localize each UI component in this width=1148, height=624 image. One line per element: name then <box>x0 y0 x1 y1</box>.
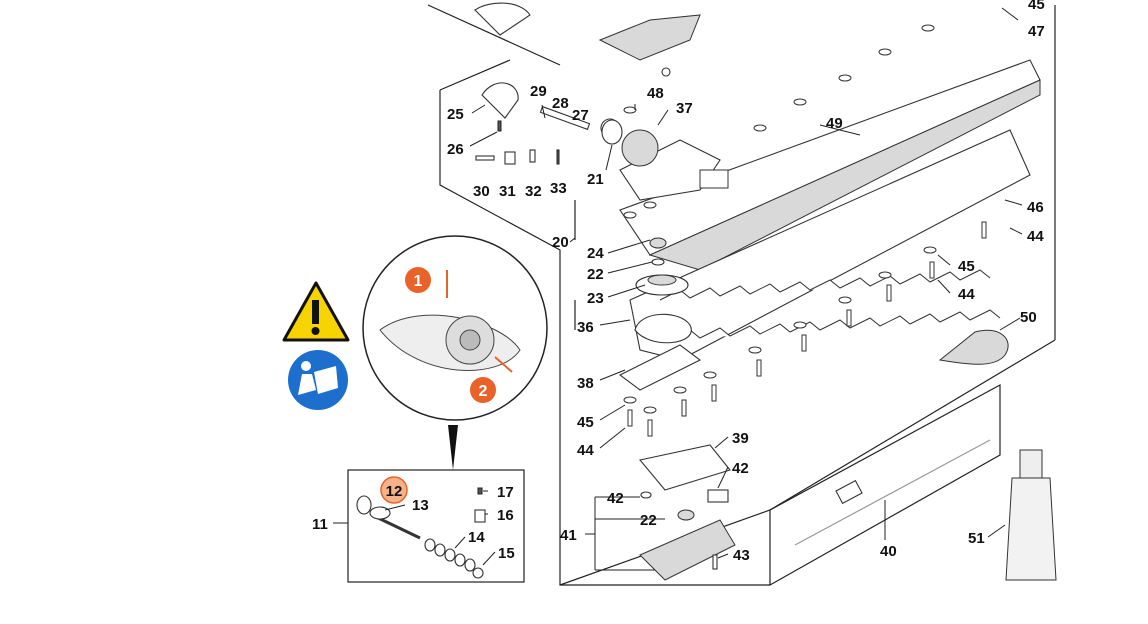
step-marker-2: 2 <box>470 377 496 403</box>
callout-44-a: 44 <box>1027 228 1044 245</box>
callout-20: 20 <box>552 234 569 251</box>
callout-22-b: 22 <box>640 512 657 529</box>
gaskets <box>618 237 702 391</box>
grease-tube <box>1005 449 1057 581</box>
callout-21: 21 <box>587 171 604 188</box>
callout-49: 49 <box>826 115 843 132</box>
callout-43: 43 <box>733 547 750 564</box>
callout-42-b: 42 <box>607 490 624 507</box>
callout-15: 15 <box>498 545 515 562</box>
callout-36: 36 <box>577 319 594 336</box>
callout-51: 51 <box>968 530 985 547</box>
read-manual-icon <box>288 350 348 410</box>
callout-16: 16 <box>497 507 514 524</box>
callout-26: 26 <box>447 141 464 158</box>
step-marker-1: 1 <box>405 267 431 293</box>
callout-11: 11 <box>312 516 328 533</box>
callout-24: 24 <box>587 245 604 262</box>
callout-38: 38 <box>577 375 594 392</box>
callout-45-top: 45 <box>1028 0 1045 13</box>
callout-12: 12 <box>386 483 403 500</box>
callout-30: 30 <box>473 183 490 200</box>
warning-triangle-icon <box>282 281 350 342</box>
callout-22-a: 22 <box>587 266 604 283</box>
callout-37: 37 <box>676 100 693 117</box>
callout-31: 31 <box>499 183 516 200</box>
callout-13: 13 <box>412 497 429 514</box>
callout-41: 41 <box>560 527 577 544</box>
callout-44-c: 44 <box>577 442 594 459</box>
callout-42-a: 42 <box>732 460 749 477</box>
callout-33: 33 <box>550 180 567 197</box>
callout-28: 28 <box>552 95 569 112</box>
detail-circle <box>362 235 548 421</box>
callout-50: 50 <box>1020 309 1037 326</box>
callout-40: 40 <box>880 543 897 560</box>
top-parts <box>474 2 701 165</box>
blade-assembly <box>600 59 1041 361</box>
callout-48: 48 <box>647 85 664 102</box>
callout-46: 46 <box>1027 199 1044 216</box>
callout-47: 47 <box>1028 23 1045 40</box>
callout-45-b: 45 <box>577 414 594 431</box>
callout-44-b: 44 <box>958 286 975 303</box>
callout-45-a: 45 <box>958 258 975 275</box>
callout-27: 27 <box>572 107 589 124</box>
callout-39: 39 <box>732 430 749 447</box>
blade-box <box>769 383 1001 587</box>
callout-23: 23 <box>587 290 604 307</box>
blade-guard <box>938 329 1009 365</box>
gear-housing <box>638 444 736 581</box>
callout-25: 25 <box>447 106 464 123</box>
svg-text:1: 1 <box>414 273 423 290</box>
hardware-dots <box>623 24 987 437</box>
callout-12-highlight <box>380 476 408 504</box>
leader-lines <box>333 7 1023 571</box>
callout-17: 17 <box>497 484 514 501</box>
parts-box-11 <box>347 425 525 583</box>
callout-29: 29 <box>530 83 547 100</box>
svg-text:2: 2 <box>479 383 488 400</box>
callout-labels: 45 47 25 26 29 28 27 48 37 49 30 31 32 3… <box>312 0 1045 564</box>
callout-32: 32 <box>525 183 542 200</box>
callout-14: 14 <box>468 529 485 546</box>
